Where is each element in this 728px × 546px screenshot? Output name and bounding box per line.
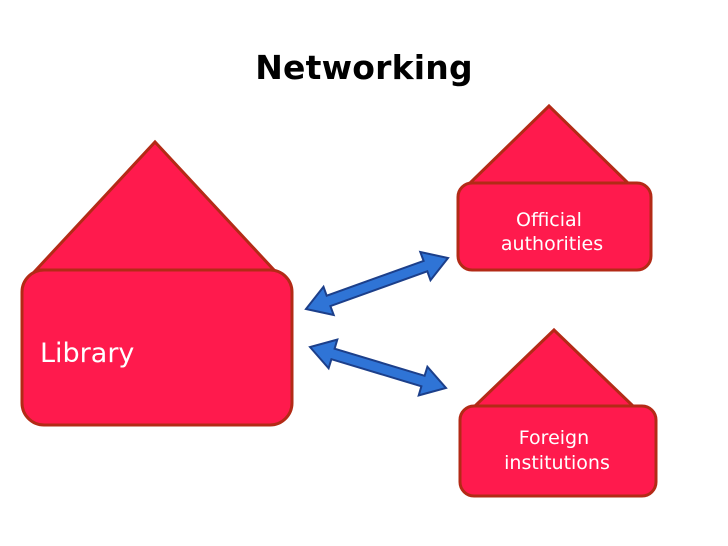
foreign-label-line-1: Foreign	[519, 427, 589, 449]
arrows-group	[304, 250, 450, 397]
official-roof	[466, 103, 632, 185]
foreign-label: Foreign institutions	[504, 427, 610, 474]
official-label-line-2: authorities	[501, 233, 603, 255]
slide-title: Networking	[255, 48, 473, 87]
official-label: Official authorities	[501, 209, 603, 255]
library-label-line-1: Library	[40, 338, 134, 369]
arrow-library-official	[304, 250, 450, 317]
foreign-body	[458, 404, 658, 498]
official-body	[456, 181, 653, 272]
official-label-line-1: Official	[516, 209, 582, 231]
library-body	[20, 268, 294, 427]
arrow-library-foreign	[308, 338, 448, 397]
node-official-authorities: Official authorities	[456, 103, 653, 272]
library-label: Library	[40, 338, 134, 369]
foreign-label-line-2: institutions	[504, 452, 610, 474]
node-foreign-institutions: Foreign institutions	[458, 327, 658, 498]
library-roof	[32, 139, 278, 272]
foreign-roof	[471, 327, 637, 408]
node-library: Library	[20, 139, 294, 427]
